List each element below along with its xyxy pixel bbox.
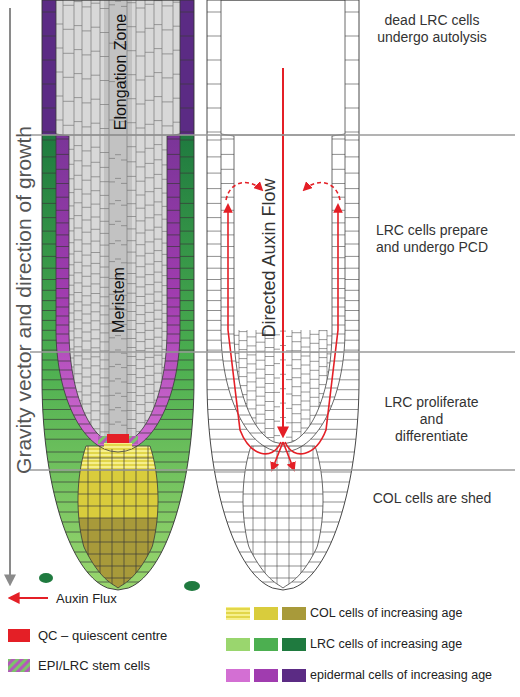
- cap-cell-walls: [47, 452, 190, 582]
- gravity-arrow: [9, 8, 11, 584]
- columella-row: [68, 458, 168, 470]
- zone-divider: [30, 351, 515, 353]
- auxin-flux-arrow: [285, 205, 338, 454]
- columella-stem-cells: [104, 443, 132, 449]
- auxin-main-arrow: [282, 68, 284, 436]
- flow-label: Directed Auxin Flow: [259, 178, 281, 337]
- stage-note: dead LRC cells undergo autolysis: [367, 12, 497, 46]
- columella-cell-walls: [233, 446, 333, 590]
- zone-divider: [30, 469, 515, 471]
- inner-cell-walls: [56, 0, 180, 446]
- root-outline: [207, 0, 359, 590]
- lrc-swatch: [226, 638, 250, 651]
- lateral-root-cap: [42, 0, 194, 590]
- axis-label: Gravity vector and direction of growth: [11, 126, 36, 474]
- col-swatch: [226, 607, 250, 620]
- columella-row: [68, 554, 168, 566]
- shed-cell: [184, 581, 200, 591]
- epidermis-boundary: [56, 135, 180, 452]
- legend-swatch: [254, 638, 278, 651]
- shed-cell: [39, 573, 53, 583]
- stage-note: LRC proliferate and differentiate: [382, 394, 481, 444]
- legend-swatches: [8, 607, 278, 682]
- col-swatch: [282, 607, 306, 620]
- legend-text: EPI/LRC stem cells: [38, 658, 150, 673]
- stage-note: COL cells are shed: [367, 490, 497, 507]
- columella-row: [68, 506, 168, 518]
- epidermis-swatch: [282, 669, 306, 682]
- auxin-arrow-sample: [10, 597, 48, 599]
- stem-cell-swatch: [8, 659, 30, 672]
- legend-text: Auxin Flux: [56, 591, 117, 606]
- legend-text: QC – quiescent centre: [38, 628, 167, 643]
- columella-row: [68, 566, 168, 578]
- lrc-cell-walls: [42, 140, 194, 439]
- lrc-swatch: [282, 638, 306, 651]
- columella-row: [68, 482, 168, 494]
- columella-boundary: [243, 446, 323, 588]
- auxin-flux-arrow: [226, 183, 262, 200]
- columella-row: [68, 518, 168, 530]
- auxin-flux-arrow: [272, 442, 283, 470]
- epidermis-swatch: [226, 669, 250, 682]
- auxin-arrows: [226, 68, 340, 470]
- zone-divider: [30, 134, 515, 136]
- quiescent-centre: [107, 434, 129, 443]
- columella-row: [68, 494, 168, 506]
- stage-note: LRC cells prepare and undergo PCD: [367, 222, 497, 256]
- cap-cell-walls: [212, 452, 355, 582]
- legend-text: epidermal cells of increasing age: [310, 668, 492, 682]
- columella-cell-walls: [68, 446, 168, 590]
- columella-row: [68, 470, 168, 482]
- columella: [68, 446, 168, 590]
- inner-boundary: [56, 0, 180, 444]
- zone-label: Elongation Zone: [111, 14, 130, 131]
- legend-swatch: [8, 629, 30, 642]
- root-border: [42, 0, 194, 590]
- legend-swatch: [254, 607, 278, 620]
- root-drawings: [39, 0, 359, 591]
- colored-root: [39, 0, 200, 591]
- legend-text: LRC cells of increasing age: [310, 637, 462, 651]
- auxin-flux-arrow: [304, 183, 340, 200]
- epidermis-cell-walls: [42, 12, 194, 433]
- stele: [104, 0, 132, 450]
- outline-root: [207, 0, 359, 590]
- legend-text: COL cells of increasing age: [310, 606, 462, 620]
- inner-boundary: [221, 0, 345, 444]
- zone-label: Meristem: [109, 267, 128, 333]
- columella-boundary: [78, 446, 158, 588]
- auxin-flux-arrow: [283, 442, 294, 470]
- legend-swatch: [254, 669, 278, 682]
- root-border: [207, 0, 359, 590]
- columella-row: [68, 530, 168, 542]
